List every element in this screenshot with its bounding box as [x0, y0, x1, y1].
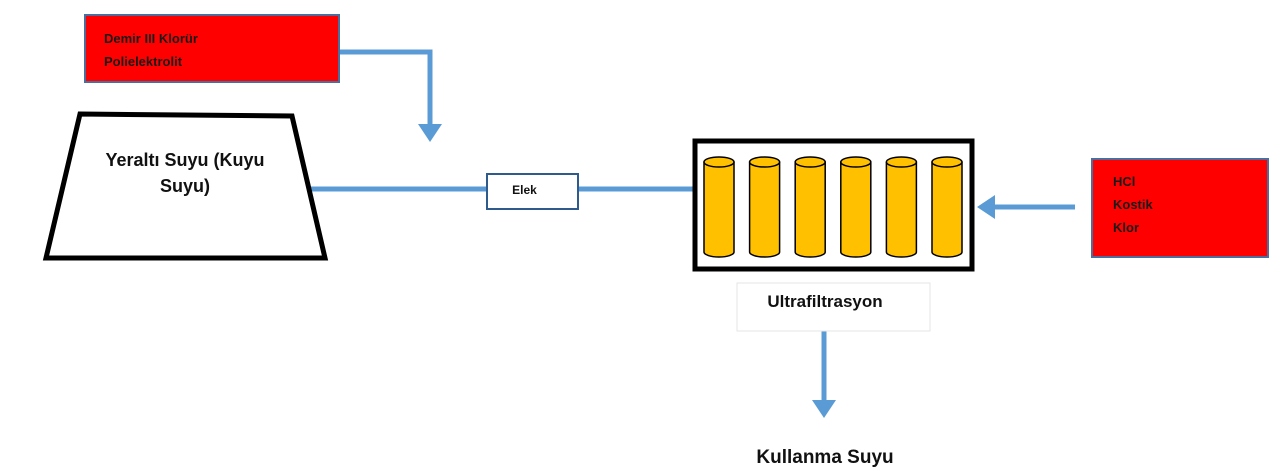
chemical-box-right [1091, 158, 1269, 258]
filter-cartridge-cap [885, 156, 918, 168]
ultrafiltration-unit [692, 138, 975, 272]
source-label-line1: Yeraltı Suyu (Kuyu [105, 150, 265, 170]
chemical-right-line2: Kostik [1113, 197, 1153, 212]
chemical-right-line3: Klor [1113, 220, 1139, 235]
source-label-line2: Suyu) [159, 176, 210, 196]
filter-cartridge [931, 162, 963, 258]
screen-box [486, 173, 579, 210]
filter-cartridge [840, 162, 872, 258]
output-label: Kullanma Suyu [756, 447, 894, 468]
filter-cartridge [885, 162, 918, 258]
ultrafiltration-label: Ultrafiltrasyon [767, 292, 883, 311]
ultrafiltration-label-box [736, 282, 931, 332]
filter-cartridge [748, 162, 781, 258]
cartridge-group [703, 156, 963, 258]
chemical-right-line1: HCl [1113, 174, 1136, 189]
chemical-top-line1: Demir III Klorür [104, 31, 198, 46]
output-arrow [812, 400, 836, 418]
dosing-arrow-right [977, 195, 995, 219]
dosing-arrow-top [418, 124, 442, 142]
chemical-top-line2: Polielektrolit [104, 54, 183, 69]
filter-cartridge [794, 162, 826, 258]
filter-cartridge-cap [931, 156, 963, 168]
filter-cartridge-cap [703, 156, 735, 168]
filter-cartridge-cap [748, 156, 781, 168]
groundwater-source-shape [42, 111, 329, 261]
chemical-box-top [84, 14, 340, 83]
screen-label: Elek [512, 183, 537, 197]
dosing-line-top [340, 49, 433, 124]
filter-cartridge-cap [794, 156, 826, 168]
filter-cartridge-cap [840, 156, 872, 168]
filter-cartridge [703, 162, 735, 258]
